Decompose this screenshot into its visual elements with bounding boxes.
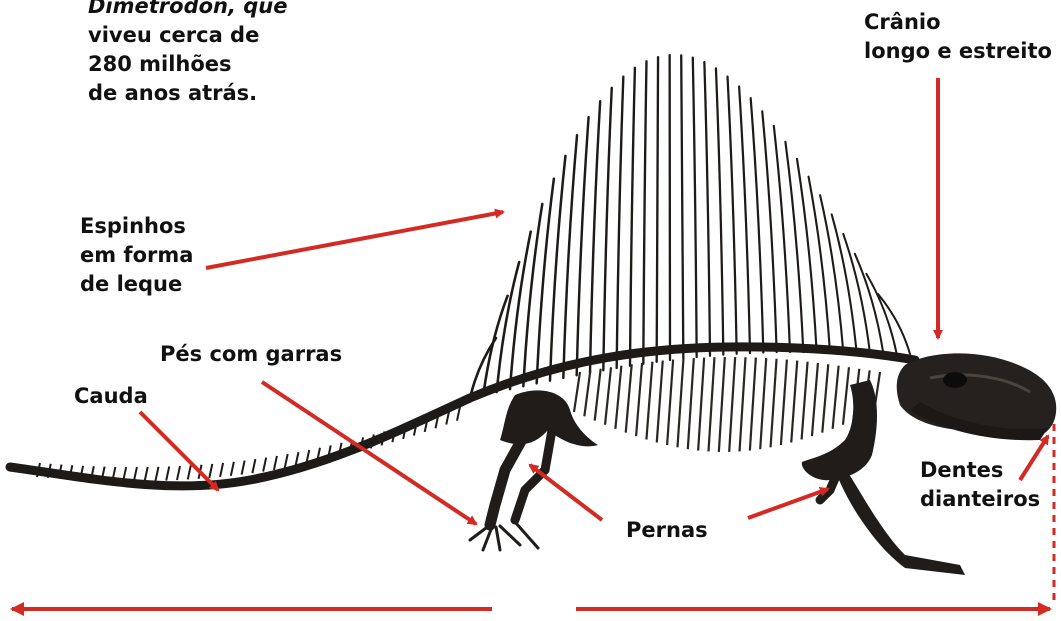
label-espinhos-line: Espinhos [80,212,193,241]
label-dentes-line: dianteiros [920,485,1040,514]
rib [574,372,580,412]
tail-vertebra [285,454,288,468]
tail-vertebra [231,462,234,476]
tail-vertebra [220,463,223,477]
sail-spine [843,234,870,353]
sail-spine [643,61,646,363]
tail-vertebra [242,461,245,475]
sail-spine [728,77,737,354]
label-espinhos-line: em forma [80,241,193,270]
intro-line: Dimetrodon, que [88,0,288,21]
sail-spine [617,77,624,368]
tail-vertebra [145,467,148,481]
rib [605,367,611,425]
rib [657,361,663,443]
label-cranio-line: longo e estreito [864,37,1052,66]
sail-spine [751,98,764,352]
sail-spine [809,177,830,353]
rib [843,367,849,425]
rib [822,364,828,432]
rib [615,366,621,429]
arrow-pernas-left [530,465,602,520]
tail-vertebra [134,467,137,481]
arrow-pes [262,382,476,524]
arrow-cauda [140,412,218,490]
tail-vertebra [252,459,255,473]
rib [636,363,642,436]
sail-spine [563,135,577,378]
sail-spine [603,88,611,370]
tail-vertebra [166,466,169,480]
tail-vertebra [188,465,191,479]
rib [740,357,746,451]
tail-vertebra [274,456,277,470]
sail-spine [681,55,683,358]
sail-spine [693,58,697,357]
rib [802,362,808,440]
label-espinhos: Espinhos em forma de leque [80,212,193,299]
arrow-espinhos [206,212,503,268]
rib [833,366,839,429]
sail-spine [523,204,542,386]
tail-vertebra [177,466,180,480]
intro-line: viveu cerca de [88,21,288,50]
tail-vertebra [155,467,158,481]
rib [584,370,590,416]
sail-spine [855,254,883,354]
ribs [574,357,880,452]
tail-vertebra [457,407,460,421]
rib [812,363,818,436]
rib [791,361,797,443]
rib [729,357,735,452]
rib [719,357,725,452]
label-pes: Pés com garras [160,340,342,369]
sail-spine [590,101,600,372]
rib [626,364,632,432]
rib [708,357,714,451]
sail-spine [657,57,658,362]
sail-spine [510,232,531,389]
sail-spine [704,62,710,356]
rib [750,358,756,451]
rib [760,358,766,449]
label-espinhos-line: de leque [80,270,193,299]
arrow-pernas-right [748,489,828,518]
label-cauda: Cauda [74,382,148,411]
label-dentes-line: Dentes [920,456,1040,485]
rib [771,359,777,448]
label-dentes: Dentes dianteiros [920,456,1040,514]
sail-spine [739,87,750,353]
sail-spine [797,159,817,353]
rib [781,360,787,446]
sail-spine [577,117,589,375]
sail-spine [762,111,776,352]
rib [677,359,683,448]
rib [688,358,694,449]
tail-vertebra [263,458,266,472]
sail-spine [630,68,635,366]
sail-spine [716,68,723,354]
label-cranio-line: Crânio [864,8,1052,37]
rib [646,362,652,440]
intro-line: 280 milhões [88,50,288,79]
intro-line: de anos atrás. [88,79,288,108]
tail-vertebra [209,464,212,478]
rib [698,358,704,451]
label-cranio: Crânio longo e estreito [864,8,1052,66]
rib [667,360,673,446]
rib [595,369,601,421]
label-pernas: Pernas [626,516,708,545]
intro-text: Dimetrodon, que viveu cerca de 280 milhõ… [88,0,288,108]
